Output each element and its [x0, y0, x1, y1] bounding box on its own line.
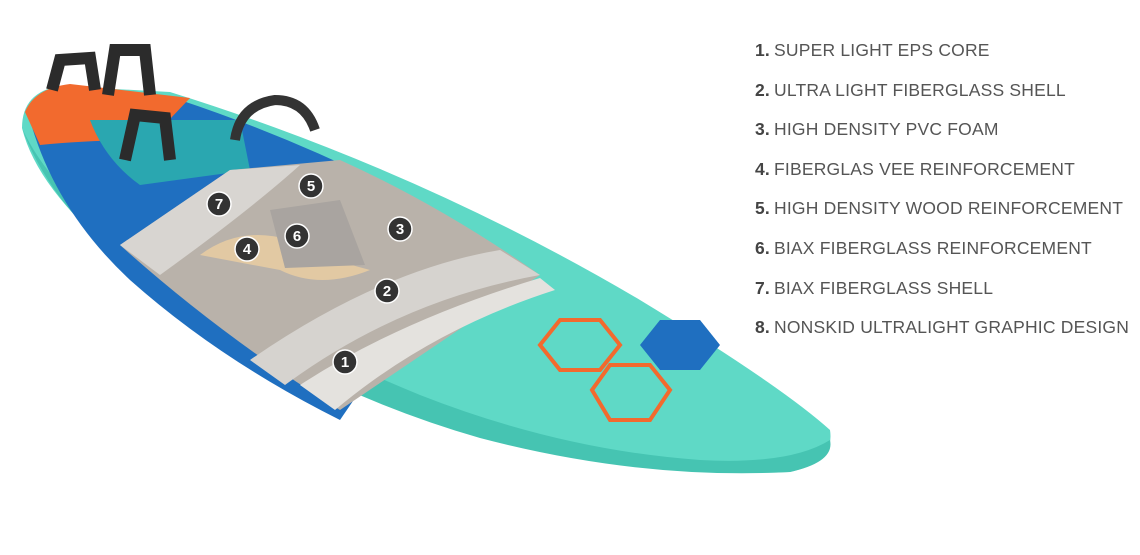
legend-label: BIAX FIBERGLASS SHELL	[774, 277, 994, 298]
legend-label: NONSKID ULTRALIGHT GRAPHIC DESIGN	[774, 317, 1130, 338]
legend-label: HIGH DENSITY PVC FOAM	[774, 119, 999, 140]
layer-marker-3	[387, 216, 413, 242]
biax-shell	[120, 165, 300, 275]
legend-label: HIGH DENSITY WOOD REINFORCEMENT	[774, 198, 1124, 219]
layer-marker-label: 3	[396, 221, 404, 238]
legend-label: FIBERGLAS VEE REINFORCEMENT	[774, 158, 1076, 179]
layer-marker-6	[284, 223, 310, 249]
legend-label: ULTRA LIGHT FIBERGLASS SHELL	[774, 79, 1066, 100]
layer-marker-label: 4	[243, 241, 252, 258]
biax-reinforcement	[270, 200, 365, 268]
fiberglass-shell-band	[250, 250, 540, 385]
legend-item: 8.NONSKID ULTRALIGHT GRAPHIC DESIGN	[755, 317, 1130, 338]
legend-item: 1.SUPER LIGHT EPS CORE	[755, 40, 990, 60]
legend-item: 6.BIAX FIBERGLASS REINFORCEMENT	[755, 237, 1092, 258]
legend-label: SUPER LIGHT EPS CORE	[774, 40, 990, 60]
fiberglass-shell-band-2	[300, 278, 555, 410]
layer-marker-label: 5	[307, 178, 315, 195]
layer-marker-label: 2	[383, 283, 391, 300]
footstrap	[230, 94, 320, 141]
layer-marker-4	[234, 236, 260, 262]
layer-marker-5	[298, 173, 324, 199]
footstrap	[102, 44, 156, 96]
layer-marker-label: 7	[215, 196, 223, 213]
layer-marker-2	[374, 278, 400, 304]
legend-item: 3.HIGH DENSITY PVC FOAM	[755, 119, 999, 140]
legend-item: 2.ULTRA LIGHT FIBERGLASS SHELL	[755, 79, 1066, 100]
layer-marker-7	[206, 191, 232, 217]
legend-item: 4.FIBERGLAS VEE REINFORCEMENT	[755, 158, 1076, 179]
logo-hexagons	[537, 318, 720, 422]
layer-marker-1	[332, 349, 358, 375]
legend-item: 5.HIGH DENSITY WOOD REINFORCEMENT	[755, 198, 1124, 219]
footstrap	[46, 51, 101, 92]
layer-marker-label: 1	[341, 354, 349, 371]
legend-item: 7.BIAX FIBERGLASS SHELL	[755, 277, 994, 298]
footstrap	[119, 108, 176, 162]
layer-markers: 1 2 3 4 5 6 7	[206, 173, 413, 375]
layer-marker-label: 6	[293, 228, 301, 245]
layer-legend: 1.SUPER LIGHT EPS CORE 2.ULTRA LIGHT FIB…	[755, 40, 1129, 357]
legend-label: BIAX FIBERGLASS REINFORCEMENT	[774, 237, 1092, 258]
